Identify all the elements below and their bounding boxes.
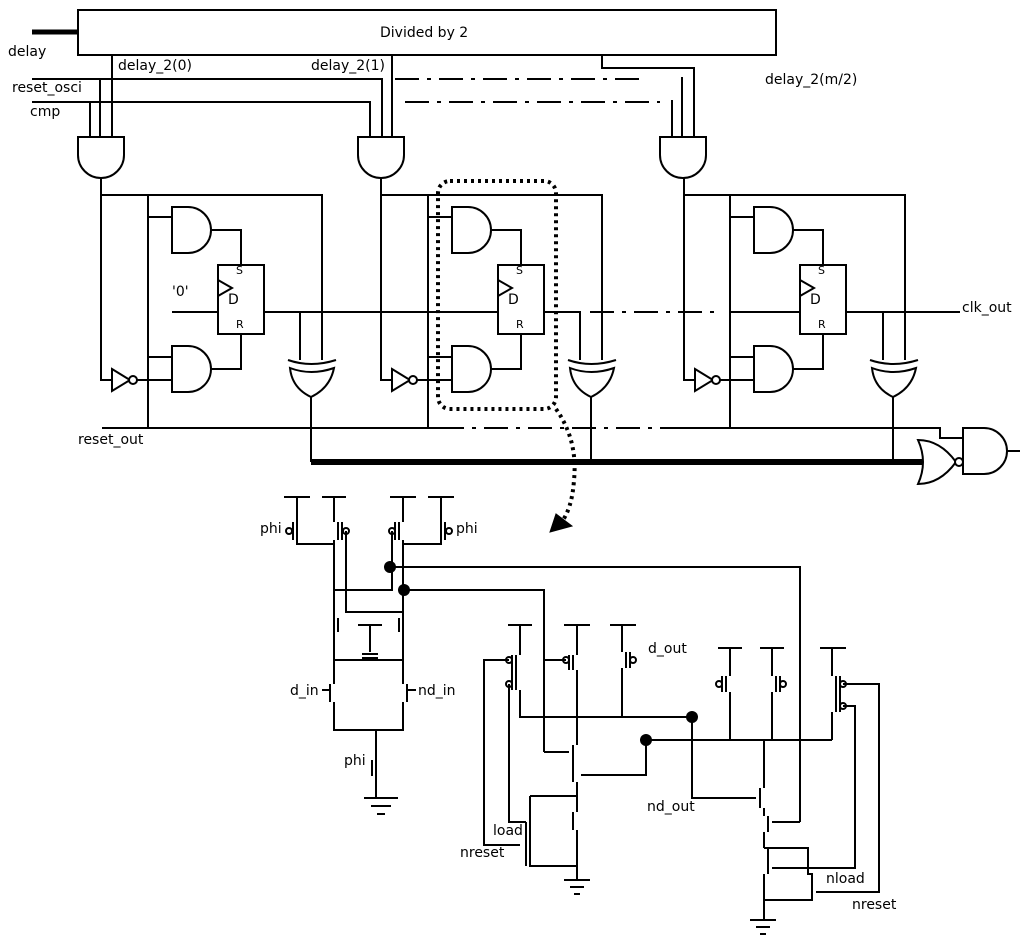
- zoom-arrow-head: [549, 513, 574, 533]
- output-nor-gate: [916, 438, 964, 486]
- stage-1-set-and-gate: [171, 206, 212, 254]
- stage-2-ff-d: D: [508, 292, 519, 308]
- d-in-label: d_in: [290, 683, 319, 699]
- delay-label: delay: [8, 44, 46, 60]
- stage-1-ff-d: D: [228, 292, 239, 308]
- stage-2-inverter: [391, 367, 452, 393]
- nd-out-label: nd_out: [647, 799, 695, 815]
- stage-3-ff-r: R: [818, 318, 826, 331]
- phi-left-label: phi: [260, 521, 282, 537]
- reset-out-label: reset_out: [78, 432, 144, 448]
- stage-1-ff-r: R: [236, 318, 244, 331]
- stage-2-set-and-gate: [451, 206, 492, 254]
- transistor-schematic: [284, 496, 880, 935]
- delay-2-1-label: delay_2(1): [311, 58, 385, 74]
- nreset-left-label: nreset: [460, 845, 505, 861]
- stage-1-xor-gate: [287, 359, 337, 399]
- d-out-label: d_out: [648, 641, 687, 657]
- output-and-gate: [962, 427, 1020, 475]
- delay-2-0-label: delay_2(0): [118, 58, 192, 74]
- stage-1-flip-flop: S D R: [217, 264, 265, 335]
- stage-3-inverter: [694, 367, 754, 393]
- stage-2-ff-r: R: [516, 318, 524, 331]
- stage-1-ff-s: S: [236, 264, 243, 277]
- zero-label: '0': [172, 284, 189, 300]
- stage-2-input-and-gate: [357, 136, 405, 179]
- stage-2-reset-and-gate: [451, 345, 492, 393]
- reset-osci-label: reset_osci: [12, 80, 82, 96]
- delay-2-m2-label: delay_2(m/2): [765, 72, 857, 88]
- cmp-label: cmp: [30, 104, 60, 120]
- stage-1: S D R '0': [77, 136, 498, 462]
- phi-right-label: phi: [456, 521, 478, 537]
- input-wires: [32, 55, 695, 137]
- stage-2-xor-gate: [567, 359, 617, 399]
- nreset-right-label: nreset: [852, 897, 897, 913]
- divider-block: Divided by 2: [77, 9, 777, 56]
- stage-1-inverter: [111, 367, 172, 393]
- zoom-arrow-line: [554, 407, 577, 526]
- load-label: load: [493, 823, 523, 839]
- stage-3-ff-s: S: [818, 264, 825, 277]
- stage-1-reset-and-gate: [171, 345, 212, 393]
- stage-3-reset-and-gate: [753, 345, 794, 393]
- stage-2: S D R: [357, 136, 722, 462]
- stage-3-flip-flop: S D R: [799, 264, 847, 335]
- stage-3-set-and-gate: [753, 206, 794, 254]
- stage-3-input-and-gate: [659, 136, 707, 179]
- phi-bottom-label: phi: [344, 753, 366, 769]
- clk-out-label: clk_out: [962, 300, 1012, 316]
- stage-3: S D R: [659, 136, 960, 462]
- stage-2-flip-flop: S D R: [497, 264, 545, 335]
- divider-label: Divided by 2: [380, 25, 468, 41]
- stage-2-ff-s: S: [516, 264, 523, 277]
- nd-in-label: nd_in: [418, 683, 456, 699]
- stage-3-xor-gate: [869, 359, 919, 399]
- stage-1-input-and-gate: [77, 136, 125, 179]
- stage-3-ff-d: D: [810, 292, 821, 308]
- nload-label: nload: [826, 871, 865, 887]
